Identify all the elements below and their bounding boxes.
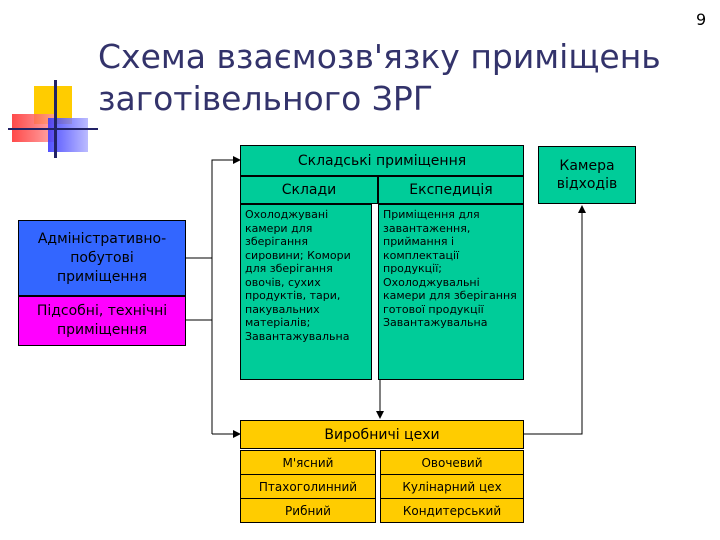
admin-rooms-text: Адміністративно-побутові приміщення: [25, 230, 179, 287]
production-header: Виробничі цехи: [240, 420, 524, 449]
shop-vegetable: Овочевий: [380, 450, 524, 476]
shop-meat-text: М'ясний: [283, 456, 334, 470]
expedition-header-text: Експедиція: [409, 182, 492, 198]
admin-rooms-box: Адміністративно-побутові приміщення: [18, 220, 186, 296]
shop-poultry: Птахоголинний: [240, 474, 376, 499]
shop-fish-text: Рибний: [285, 504, 331, 518]
shop-fish: Рибний: [240, 498, 376, 523]
waste-chamber-text: Камера відходів: [545, 157, 629, 193]
storage-header-text: Складські приміщення: [298, 153, 466, 169]
shop-poultry-text: Птахоголинний: [259, 480, 357, 494]
warehouses-header: Склади: [240, 176, 378, 204]
expedition-description-text: Приміщення для завантаження, приймання і…: [383, 208, 519, 330]
storage-header: Складські приміщення: [240, 145, 524, 176]
production-to-waste-arrow: [524, 206, 582, 434]
warehouses-header-text: Склади: [282, 182, 337, 198]
shop-meat: М'ясний: [240, 450, 376, 476]
shop-culinary: Кулінарний цех: [380, 474, 524, 499]
shop-vegetable-text: Овочевий: [421, 456, 482, 470]
aux-rooms-text: Підсобні, технічні приміщення: [25, 302, 179, 340]
shop-culinary-text: Кулінарний цех: [402, 480, 501, 494]
waste-chamber-box: Камера відходів: [538, 146, 636, 204]
shop-confectionery-text: Кондитерський: [403, 504, 501, 518]
warehouses-description-text: Охолоджувані камери для зберігання сиров…: [245, 208, 367, 343]
shop-confectionery: Кондитерський: [380, 498, 524, 523]
warehouses-description: Охолоджувані камери для зберігання сиров…: [240, 204, 372, 380]
aux-rooms-box: Підсобні, технічні приміщення: [18, 296, 186, 346]
loop-line-to-storage: [212, 160, 240, 434]
expedition-header: Експедиція: [378, 176, 524, 204]
expedition-description: Приміщення для завантаження, приймання і…: [378, 204, 524, 380]
production-header-text: Виробничі цехи: [324, 427, 439, 443]
